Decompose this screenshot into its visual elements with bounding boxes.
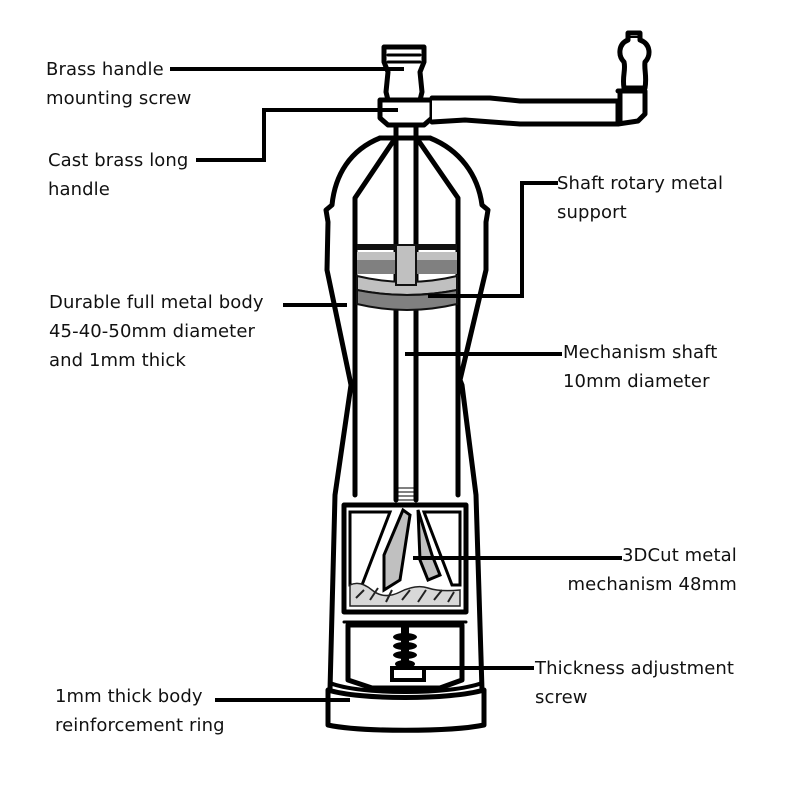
label-line: 10mm diameter: [563, 371, 710, 392]
label-body-reinforcement-ring: 1mm thick body reinforcement ring: [55, 682, 225, 740]
label-line: Shaft rotary metal: [557, 173, 724, 194]
base-ring: [325, 687, 487, 733]
mounting-screw-part: [381, 44, 427, 103]
spring: [393, 625, 417, 670]
label-line: screw: [535, 687, 588, 708]
label-line: 1mm thick body: [55, 686, 203, 707]
label-line: reinforcement ring: [55, 715, 225, 736]
label-line: Thickness adjustment: [535, 658, 735, 679]
shaft-threads: [398, 487, 414, 501]
label-line: handle: [48, 179, 110, 200]
handle-hub: [377, 97, 435, 128]
adjustment-screw: [390, 666, 426, 682]
leader-lines: [170, 67, 622, 702]
label-shaft-rotary-metal-support: Shaft rotary metal support: [557, 169, 723, 227]
grinding-mechanism: [348, 507, 462, 607]
outer-body: [323, 135, 383, 693]
label-line: mounting screw: [46, 88, 192, 109]
label-line: mechanism 48mm: [567, 574, 737, 595]
label-mechanism-shaft: Mechanism shaft 10mm diameter: [563, 338, 717, 396]
label-durable-full-metal-body: Durable full metal body 45-40-50mm diame…: [49, 288, 264, 375]
label-line: and 1mm thick: [49, 350, 186, 371]
rotary-support: [356, 244, 458, 311]
label-line: Brass handle: [46, 59, 164, 80]
label-line: 45-40-50mm diameter: [49, 321, 255, 342]
label-line: Mechanism shaft: [563, 342, 718, 363]
label-line: 3DCut metal: [622, 545, 737, 566]
label-line: support: [557, 202, 627, 223]
label-line: Durable full metal body: [49, 292, 264, 313]
label-line: Cast brass long: [48, 150, 189, 171]
label-brass-handle-mounting-screw: Brass handle mounting screw: [46, 55, 191, 113]
label-3dcut-metal-mechanism: 3DCut metal mechanism 48mm: [566, 541, 737, 599]
crank-arm: [429, 88, 648, 127]
crank-knob: [617, 30, 652, 91]
label-thickness-adjustment-screw: Thickness adjustment screw: [535, 654, 734, 712]
label-cast-brass-long-handle: Cast brass long handle: [48, 146, 188, 204]
